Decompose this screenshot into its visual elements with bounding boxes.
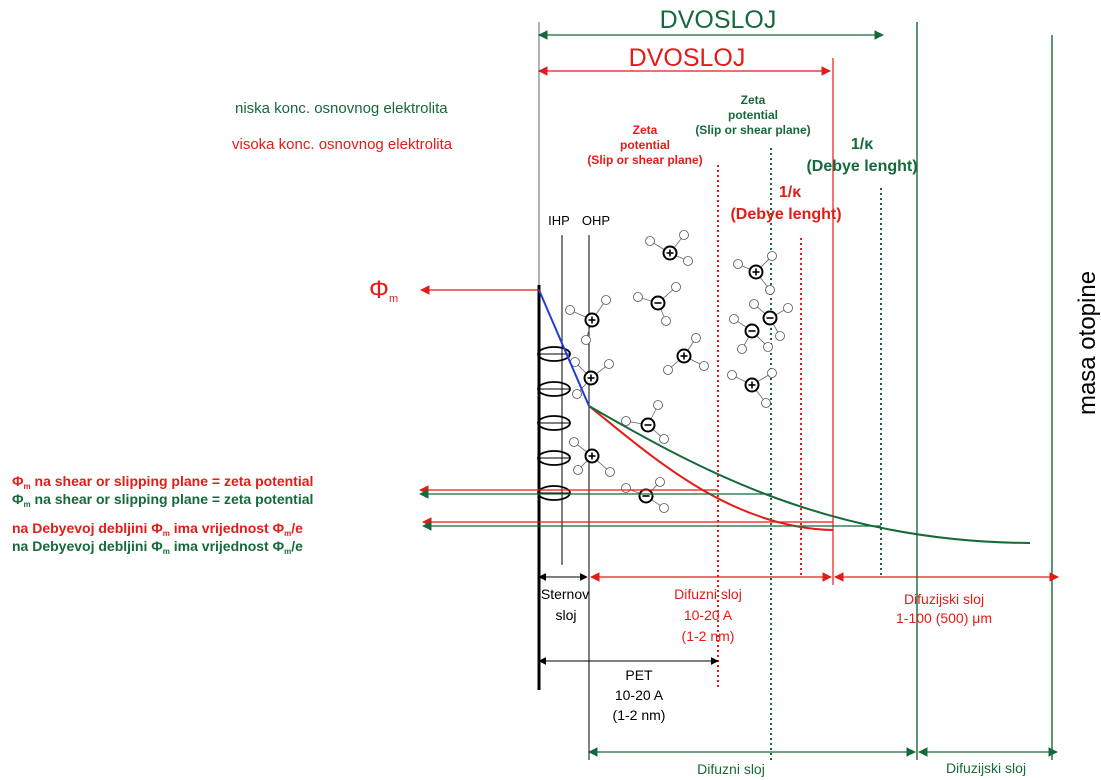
svg-text:10-20 A: 10-20 A [684,607,733,623]
potential-curve-stern-blue [538,289,590,407]
cation [663,333,709,375]
bulk-solution-label: masa otopine [1074,271,1101,415]
svg-text:(1-2 nm): (1-2 nm) [682,628,735,644]
red-debye-label: 1/κ (Debye lenght) [730,184,841,223]
red-diffuse-layer-label: Difuzni sloj 10-20 A (1-2 nm) [674,586,742,644]
red-zeta-label: Zeta potential (Slip or shear plane) [587,123,702,167]
green-diffusion-layer-label: Difuzijski sloj [946,760,1026,776]
svg-text:(Debye lenght): (Debye lenght) [806,158,917,175]
cation [645,230,693,266]
cation [733,251,777,295]
anion [633,282,681,326]
pet-label: PET 10-20 A (1-2 nm) [613,667,666,723]
cation [565,295,611,345]
svg-text:1/κ: 1/κ [851,136,873,153]
svg-text:Zeta: Zeta [633,123,658,137]
stern-layer-label: Sternov sloj [541,586,589,623]
cation [570,357,614,399]
svg-text:potential: potential [728,108,778,122]
svg-text:1-100 (500) μm: 1-100 (500) μm [896,610,992,626]
anion [621,400,669,444]
svg-text:Difuzni sloj: Difuzni sloj [674,586,742,602]
solvated-ions [565,230,793,513]
anion [749,299,793,341]
note-green-debye: na Debyevoj debljini Φm ima vrijednost Φ… [12,538,303,556]
legend-high-concentration: visoka konc. osnovnog elektrolita [232,136,453,153]
svg-text:PET: PET [625,667,653,683]
red-bilayer-label: DVOSLOJ [629,44,746,72]
svg-text:sloj: sloj [555,607,576,623]
svg-text:Sternov: Sternov [541,586,589,602]
ihp-label: IHP [548,213,570,228]
adsorbed-dipoles [537,346,571,501]
phi-m-label: Φm [369,276,398,305]
potential-curve-green-low-concentration [588,405,1031,544]
svg-text:Difuzijski sloj: Difuzijski sloj [904,591,984,607]
svg-text:1/κ: 1/κ [779,184,801,201]
cation [727,368,777,408]
svg-text:potential: potential [620,138,670,152]
anion [621,477,669,513]
svg-text:(Slip or shear plane): (Slip or shear plane) [587,153,702,167]
svg-text:Zeta: Zeta [741,93,766,107]
red-diffusion-layer-label: Difuzijski sloj 1-100 (500) μm [896,591,992,626]
svg-text:10-20 A: 10-20 A [615,687,664,703]
legend-low-concentration: niska konc. osnovnog elektrolita [235,100,448,117]
svg-text:(Debye lenght): (Debye lenght) [730,206,841,223]
cation [569,437,615,477]
ohp-label: OHP [582,213,610,228]
note-red-zeta: Φm na shear or slipping plane = zeta pot… [12,473,313,491]
note-red-debye: na Debyevoj debljini Φm ima vrijednost Φ… [12,520,303,538]
green-diffuse-layer-label: Difuzni sloj [697,761,765,777]
anion [729,314,773,354]
green-debye-label: 1/κ (Debye lenght) [806,136,917,175]
svg-text:(1-2 nm): (1-2 nm) [613,707,666,723]
note-green-zeta: Φm na shear or slipping plane = zeta pot… [12,491,313,509]
green-zeta-label: Zeta potential (Slip or shear plane) [695,93,810,137]
green-bilayer-label: DVOSLOJ [660,6,777,34]
svg-text:(Slip or shear plane): (Slip or shear plane) [695,123,810,137]
